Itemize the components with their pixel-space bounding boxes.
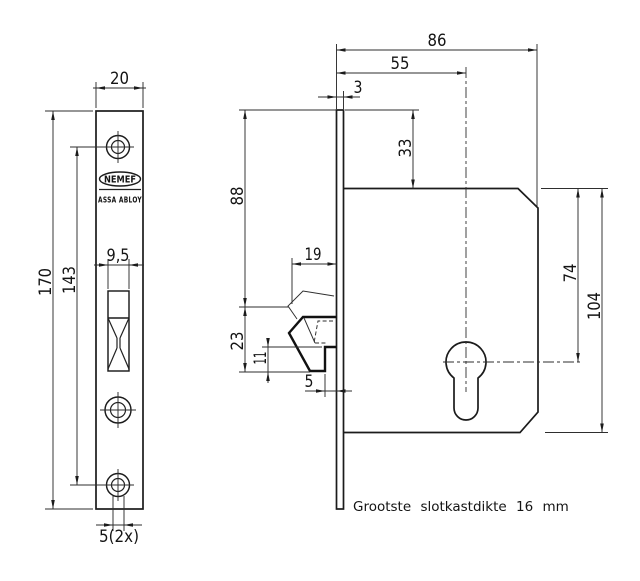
svg-text:11: 11 (251, 352, 271, 365)
svg-text:88: 88 (228, 187, 248, 206)
svg-text:5: 5 (305, 372, 314, 392)
dim-front-height: 170 (36, 110, 93, 510)
dim-case-height: 104 (545, 188, 608, 433)
faceplate-outline (95, 110, 144, 510)
svg-text:74: 74 (561, 264, 581, 283)
screw-hole-top (102, 131, 134, 163)
screw-hole-middle (100, 392, 136, 428)
hook-bolt-pivot-edge (303, 317, 316, 344)
svg-text:104: 104 (585, 292, 605, 320)
bolt-slot (107, 290, 130, 372)
dim-hook-notch-depth: 5 (305, 372, 352, 397)
svg-text:9,5: 9,5 (107, 246, 130, 266)
svg-text:19: 19 (305, 245, 322, 265)
dim-hook-protrusion: 19 (291, 245, 337, 304)
hook-bolt-alternate (287, 290, 335, 320)
screw-hole-bottom (102, 469, 134, 501)
lock-case-outline (343, 187, 539, 434)
sub-brand-text: ASSA ABLOY (98, 196, 142, 205)
dim-case-top-offset: 33 (345, 109, 419, 189)
dim-cylinder-center-offset: 74 (541, 188, 608, 362)
dim-faceplate-thickness: 3 (318, 78, 363, 109)
nemef-logo-oval (98, 171, 142, 187)
euro-cylinder-hole (445, 341, 487, 421)
svg-text:20: 20 (110, 69, 129, 89)
svg-text:23: 23 (228, 332, 248, 351)
svg-text:5(2x): 5(2x) (99, 527, 139, 547)
hook-bolt-extended (287, 315, 337, 373)
dim-screw-spacing: 143 (60, 146, 102, 486)
dim-cylinder-backset: 55 (336, 54, 466, 75)
dim-hook-cutout-height: 23 (228, 307, 248, 372)
faceplate-edge (335, 109, 345, 510)
side-view: 86 55 3 33 88 23 (228, 31, 608, 515)
front-view: NEMEF ASSA ABLOY 20 (36, 69, 146, 547)
svg-text:86: 86 (428, 31, 447, 51)
svg-text:170: 170 (36, 268, 56, 296)
bolt-hourglass (107, 317, 130, 370)
note-text: Grootste slotkastdikte 16 mm (353, 499, 569, 515)
dim-screw-dia: 5(2x) (96, 496, 142, 547)
dim-hook-notch-height: 11 (251, 338, 322, 383)
hook-bolt-hidden (313, 320, 333, 344)
hook-bolt (287, 290, 337, 373)
nemef-logo: NEMEF ASSA ABLOY (98, 171, 142, 205)
dim-front-width: 20 (93, 69, 146, 108)
dim-slot-width: 9,5 (94, 246, 144, 289)
svg-text:143: 143 (60, 266, 80, 294)
svg-text:33: 33 (396, 139, 416, 158)
dim-hook-top-offset: 88 (228, 109, 336, 373)
svg-text:3: 3 (354, 78, 363, 98)
svg-text:55: 55 (391, 54, 410, 74)
brand-text: NEMEF (104, 175, 136, 186)
dim-case-depth: 86 (336, 31, 538, 206)
